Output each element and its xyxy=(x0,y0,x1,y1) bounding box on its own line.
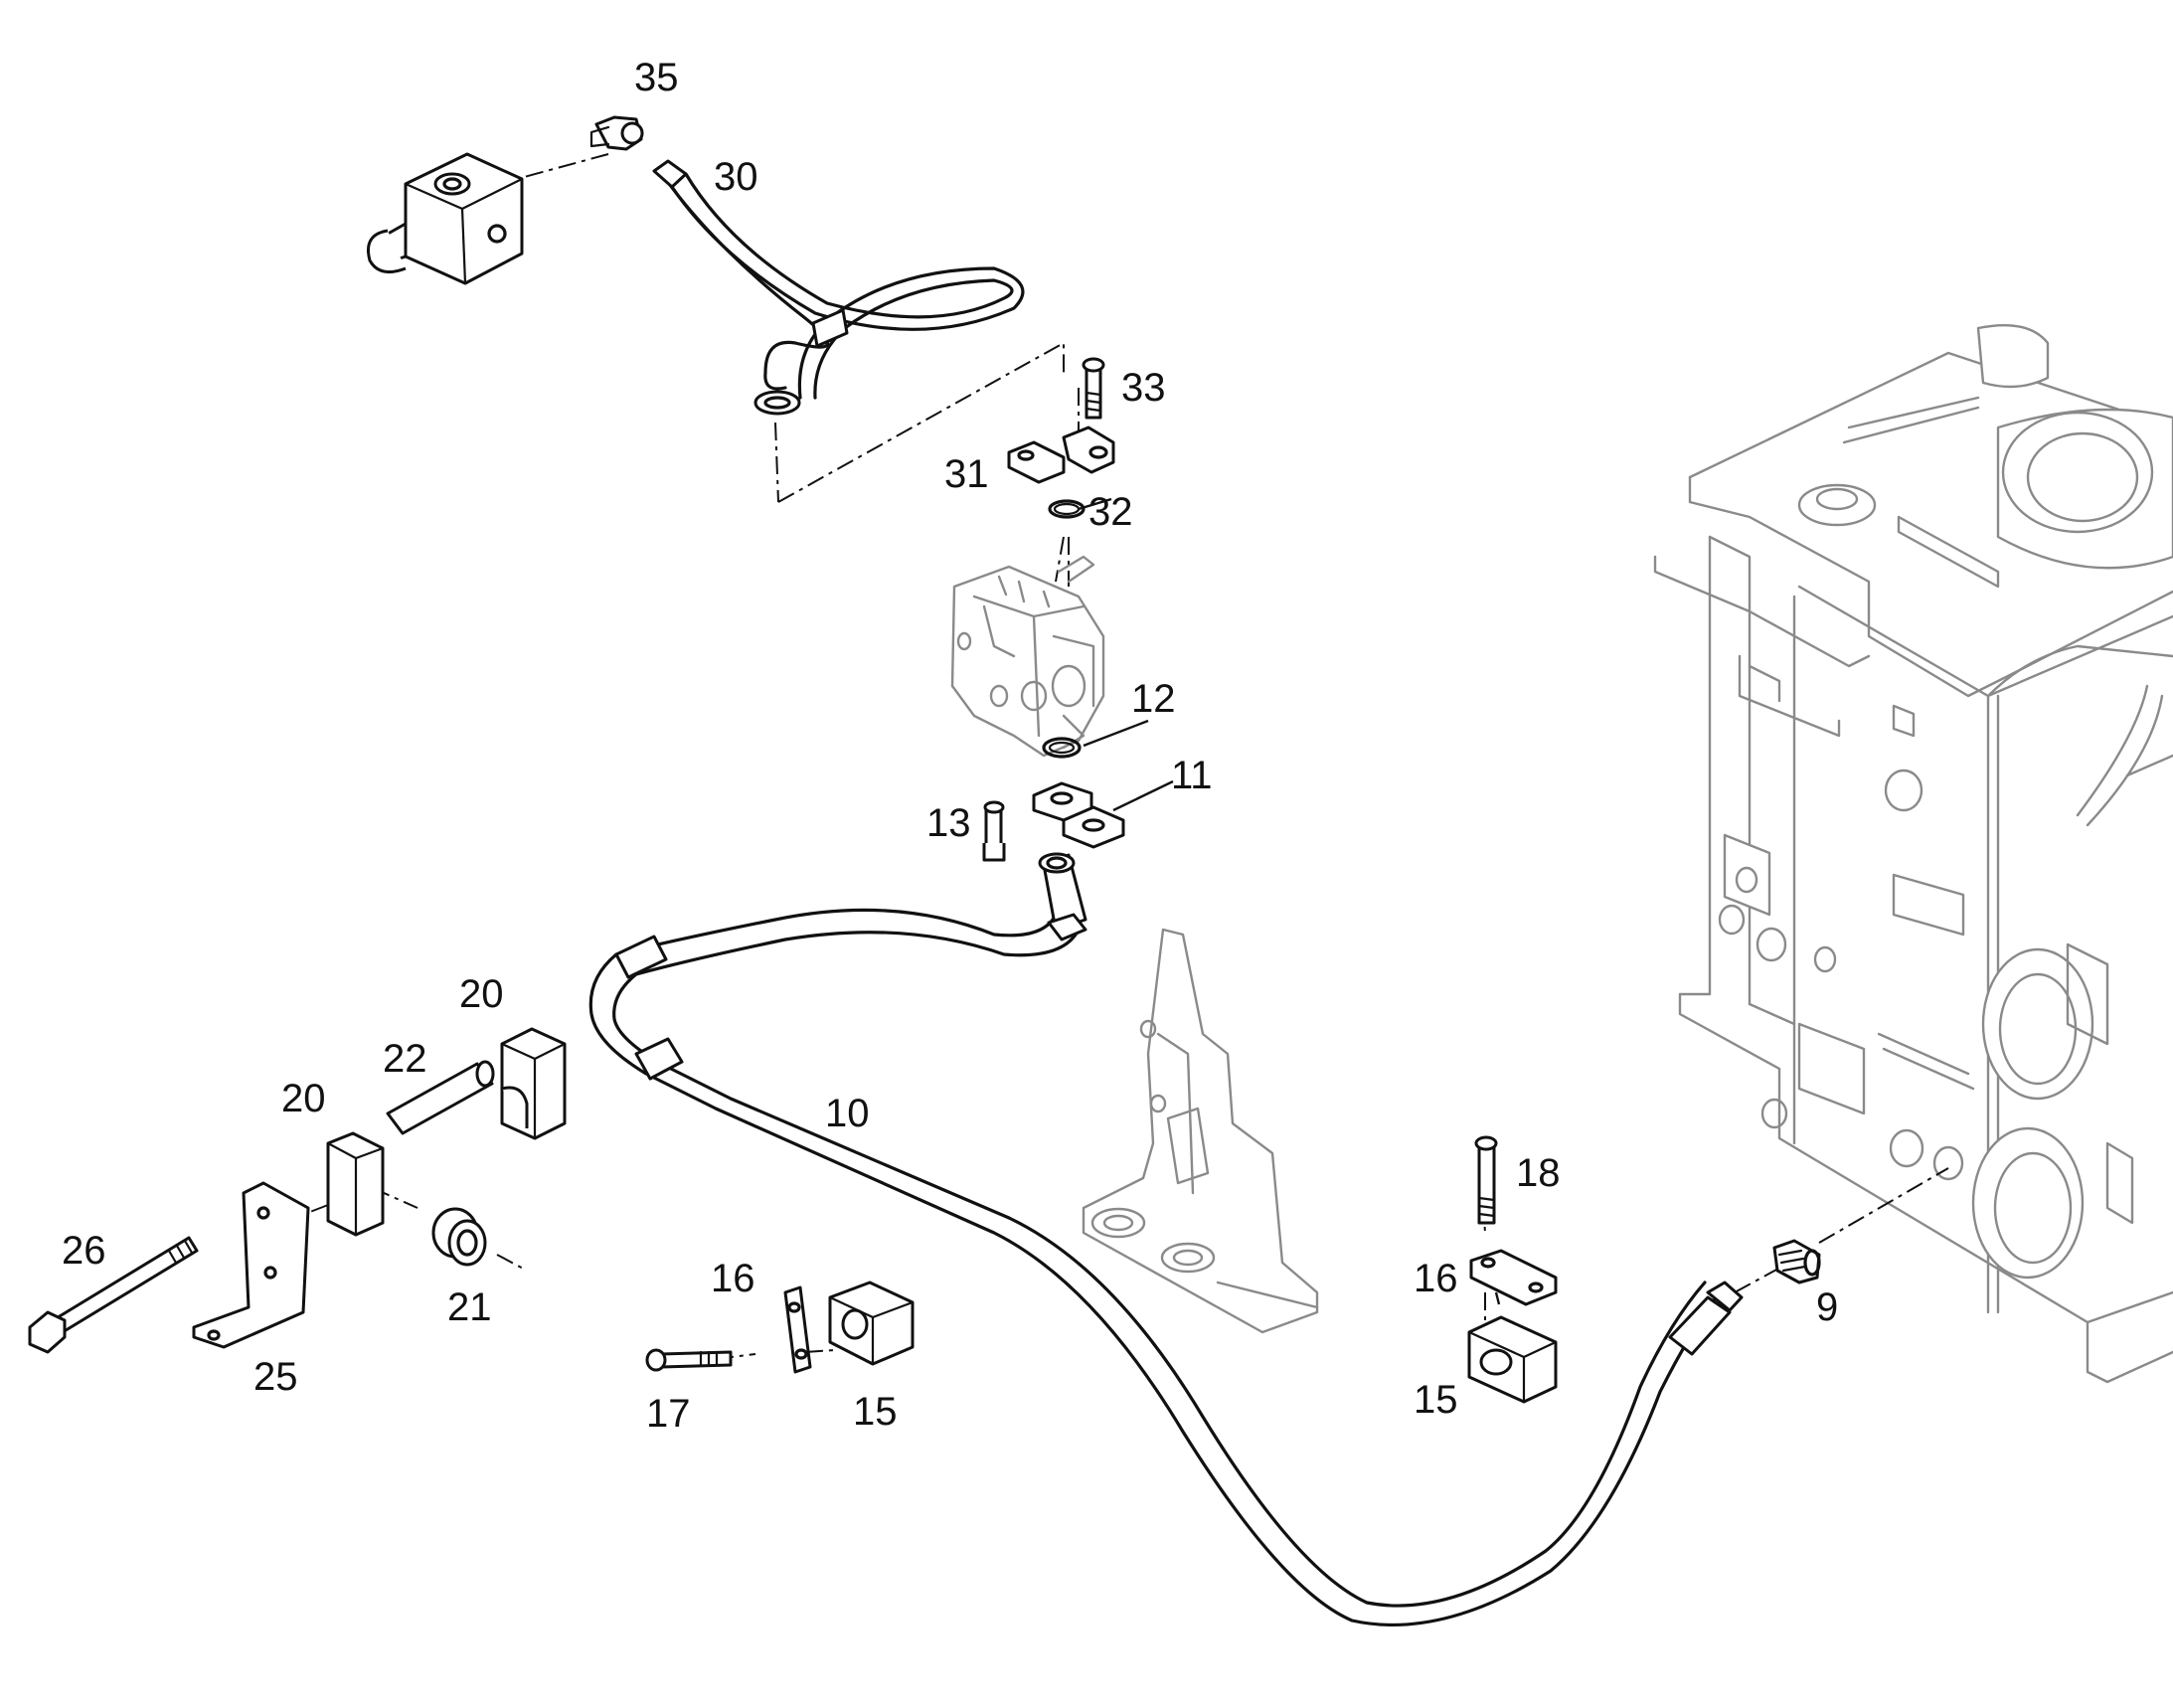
part-22-rod xyxy=(386,1060,495,1135)
callout-20-lower[interactable]: 20 xyxy=(281,1077,326,1120)
part-20-block-lower xyxy=(326,1131,385,1237)
assembly-center-lines xyxy=(248,153,1949,1360)
callout-22[interactable]: 22 xyxy=(383,1037,427,1081)
part-15-clamp-right xyxy=(1467,1315,1558,1404)
callout-20-upper[interactable]: 20 xyxy=(459,972,504,1016)
callout-32[interactable]: 32 xyxy=(1088,490,1133,534)
valve-block xyxy=(367,152,524,285)
callout-25[interactable]: 25 xyxy=(253,1355,298,1399)
callout-11[interactable]: 11 xyxy=(1171,754,1213,797)
part-16-plate-left xyxy=(783,1285,812,1374)
callout-15-right[interactable]: 15 xyxy=(1414,1378,1458,1422)
support-bracket xyxy=(1082,928,1319,1334)
callout-21[interactable]: 21 xyxy=(447,1285,492,1329)
callout-18[interactable]: 18 xyxy=(1516,1151,1561,1195)
part-12-o-ring xyxy=(1042,737,1082,759)
callout-31[interactable]: 31 xyxy=(944,452,989,496)
part-31-flange-half xyxy=(1007,426,1115,484)
callout-30[interactable]: 30 xyxy=(714,155,758,199)
callout-12[interactable]: 12 xyxy=(1131,677,1176,721)
part-30-hose xyxy=(652,159,1025,416)
frame-housing xyxy=(1653,324,2173,1384)
callout-16-right[interactable]: 16 xyxy=(1414,1257,1458,1300)
part-20-block-upper xyxy=(500,1027,567,1140)
callout-16-left[interactable]: 16 xyxy=(711,1257,755,1300)
part-33-bolt xyxy=(1082,357,1105,420)
part-32-o-ring xyxy=(1048,499,1086,519)
part-16-plate-right xyxy=(1469,1249,1558,1306)
callout-10[interactable]: 10 xyxy=(825,1092,870,1135)
leader-lines xyxy=(1078,497,1501,1305)
part-26-bolt xyxy=(28,1236,199,1354)
part-9-fitting xyxy=(1772,1239,1821,1284)
callout-35[interactable]: 35 xyxy=(634,56,679,99)
part-35-fitting xyxy=(589,115,644,151)
callout-15-left[interactable]: 15 xyxy=(853,1390,898,1434)
callout-33[interactable]: 33 xyxy=(1121,366,1166,410)
part-21-bushing xyxy=(431,1207,487,1267)
callout-9[interactable]: 9 xyxy=(1816,1285,1839,1329)
part-15-clamp-left xyxy=(828,1281,915,1366)
callout-13[interactable]: 13 xyxy=(926,801,971,845)
part-10-main-hose xyxy=(588,852,1744,1626)
callout-26[interactable]: 26 xyxy=(62,1229,106,1273)
part-25-mounting-bracket xyxy=(192,1181,310,1349)
part-17-bolt xyxy=(645,1348,733,1372)
part-13-bolt xyxy=(982,800,1006,862)
part-18-bolt xyxy=(1474,1135,1498,1225)
pump-control-valve xyxy=(950,555,1105,758)
callout-17[interactable]: 17 xyxy=(646,1392,691,1436)
part-11-split-flange xyxy=(1032,781,1125,849)
